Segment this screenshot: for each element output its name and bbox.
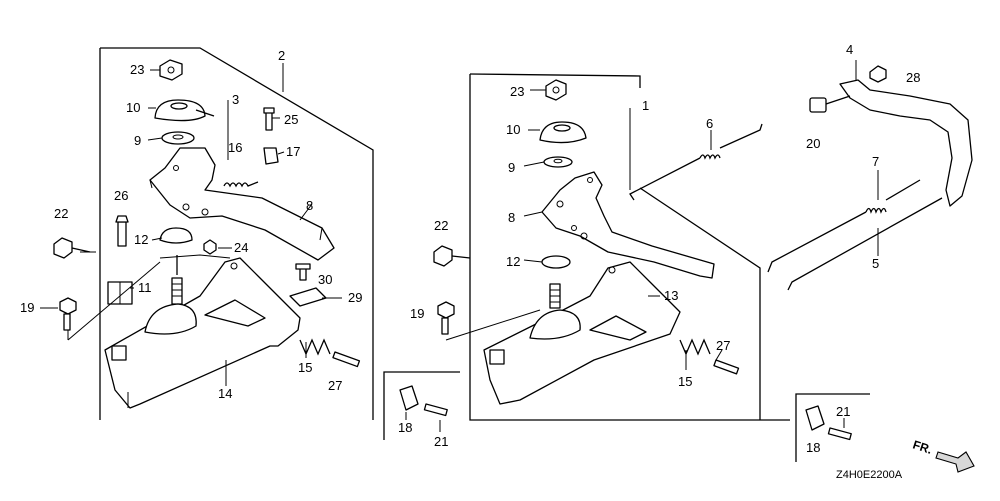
callout-26: 26 <box>114 188 128 203</box>
callout-23: 23 <box>130 62 144 77</box>
callout-9: 9 <box>134 133 141 148</box>
callout-22: 22 <box>54 206 68 221</box>
callout-9-mid: 9 <box>508 160 515 175</box>
bolt-25 <box>265 111 273 131</box>
callout-7: 7 <box>872 154 879 169</box>
inset-box-left <box>383 371 460 440</box>
callout-11: 11 <box>138 280 152 295</box>
callout-1: 1 <box>642 98 649 113</box>
callout-22-mid: 22 <box>434 218 448 233</box>
spring-15-left <box>299 338 331 356</box>
callout-13: 13 <box>664 288 678 303</box>
collar-12 <box>159 227 193 244</box>
callout-8-mid: 8 <box>508 210 515 225</box>
callout-12: 12 <box>134 232 148 247</box>
washer-9 <box>161 131 195 145</box>
left-frame-top <box>100 47 374 420</box>
bracket-29 <box>289 287 327 307</box>
flange-nut-23 <box>159 59 183 81</box>
callout-18-left: 18 <box>398 420 412 435</box>
bolt-27-mid <box>713 359 740 375</box>
washer-9-mid <box>543 156 573 168</box>
callout-15: 15 <box>298 360 312 375</box>
callout-4: 4 <box>846 42 853 57</box>
collar-10-mid <box>539 121 587 144</box>
base-bracket-13 <box>483 261 681 405</box>
collar-12-mid <box>541 255 571 269</box>
callout-27-mid: 27 <box>716 338 730 353</box>
nut-24 <box>203 239 217 255</box>
cable-5 <box>787 197 943 291</box>
callout-15-mid: 15 <box>678 374 692 389</box>
callout-labels: 2 23 3 10 25 9 16 17 8 26 22 12 24 30 11… <box>20 42 920 481</box>
callout-3: 3 <box>232 92 239 107</box>
front-direction-arrow: FR. <box>911 438 975 473</box>
inset-box-right <box>795 393 870 462</box>
middle-frame <box>469 74 790 421</box>
callout-20: 20 <box>806 136 820 151</box>
callout-21-left: 21 <box>434 434 448 449</box>
spring-16 <box>223 181 259 188</box>
callout-18-right: 18 <box>806 440 820 455</box>
callout-12-mid: 12 <box>506 254 520 269</box>
callout-28: 28 <box>906 70 920 85</box>
callout-29: 29 <box>348 290 362 305</box>
front-arrow-icon <box>935 451 975 473</box>
callout-19: 19 <box>20 300 34 315</box>
callout-23-mid: 23 <box>510 84 524 99</box>
callout-25: 25 <box>284 112 298 127</box>
nut-28 <box>869 65 887 83</box>
callout-19-mid: 19 <box>410 306 424 321</box>
collar-18-right <box>805 405 825 431</box>
spring-15-mid <box>679 338 711 356</box>
control-plate-8 <box>149 147 335 261</box>
callout-14: 14 <box>218 386 232 401</box>
flange-nut-23-mid <box>545 79 567 101</box>
cable-7 <box>767 179 921 273</box>
control-plate-8-mid <box>541 171 715 279</box>
screw-19-mid <box>437 301 455 319</box>
callout-10-mid: 10 <box>506 122 520 137</box>
callout-10: 10 <box>126 100 140 115</box>
diagram-code: Z4H0E2200A <box>836 469 903 481</box>
callout-17: 17 <box>286 144 300 159</box>
collar-18-left <box>399 385 419 411</box>
callout-27: 27 <box>328 378 342 393</box>
bolt-26 <box>117 221 127 247</box>
bolt-21-left <box>423 403 448 417</box>
right-parts <box>629 60 973 291</box>
bolt-21-right <box>827 427 852 441</box>
left-assembly <box>40 47 374 420</box>
front-label: FR. <box>911 438 934 457</box>
knob-20 <box>809 97 827 113</box>
callout-5: 5 <box>872 256 879 271</box>
cable-6 <box>629 123 763 201</box>
screw-22-left <box>53 237 73 259</box>
inset-boxes <box>383 371 870 462</box>
screw-19-left <box>59 297 77 315</box>
stud-pin <box>171 277 183 305</box>
middle-assembly <box>433 73 790 421</box>
collar-10 <box>154 99 206 122</box>
throttle-lever-4 <box>839 79 973 207</box>
callout-16: 16 <box>228 140 242 155</box>
bolt-27-left <box>332 351 361 368</box>
callout-6: 6 <box>706 116 713 131</box>
callout-30: 30 <box>318 272 332 287</box>
callout-21-right: 21 <box>836 404 850 419</box>
cable-clip-17 <box>263 147 279 165</box>
base-bracket-14 <box>104 257 301 409</box>
callout-8: 8 <box>306 198 313 213</box>
screw-22-mid <box>433 245 453 267</box>
callout-24: 24 <box>234 240 248 255</box>
callout-2: 2 <box>278 48 285 63</box>
bolt-30 <box>299 267 307 281</box>
